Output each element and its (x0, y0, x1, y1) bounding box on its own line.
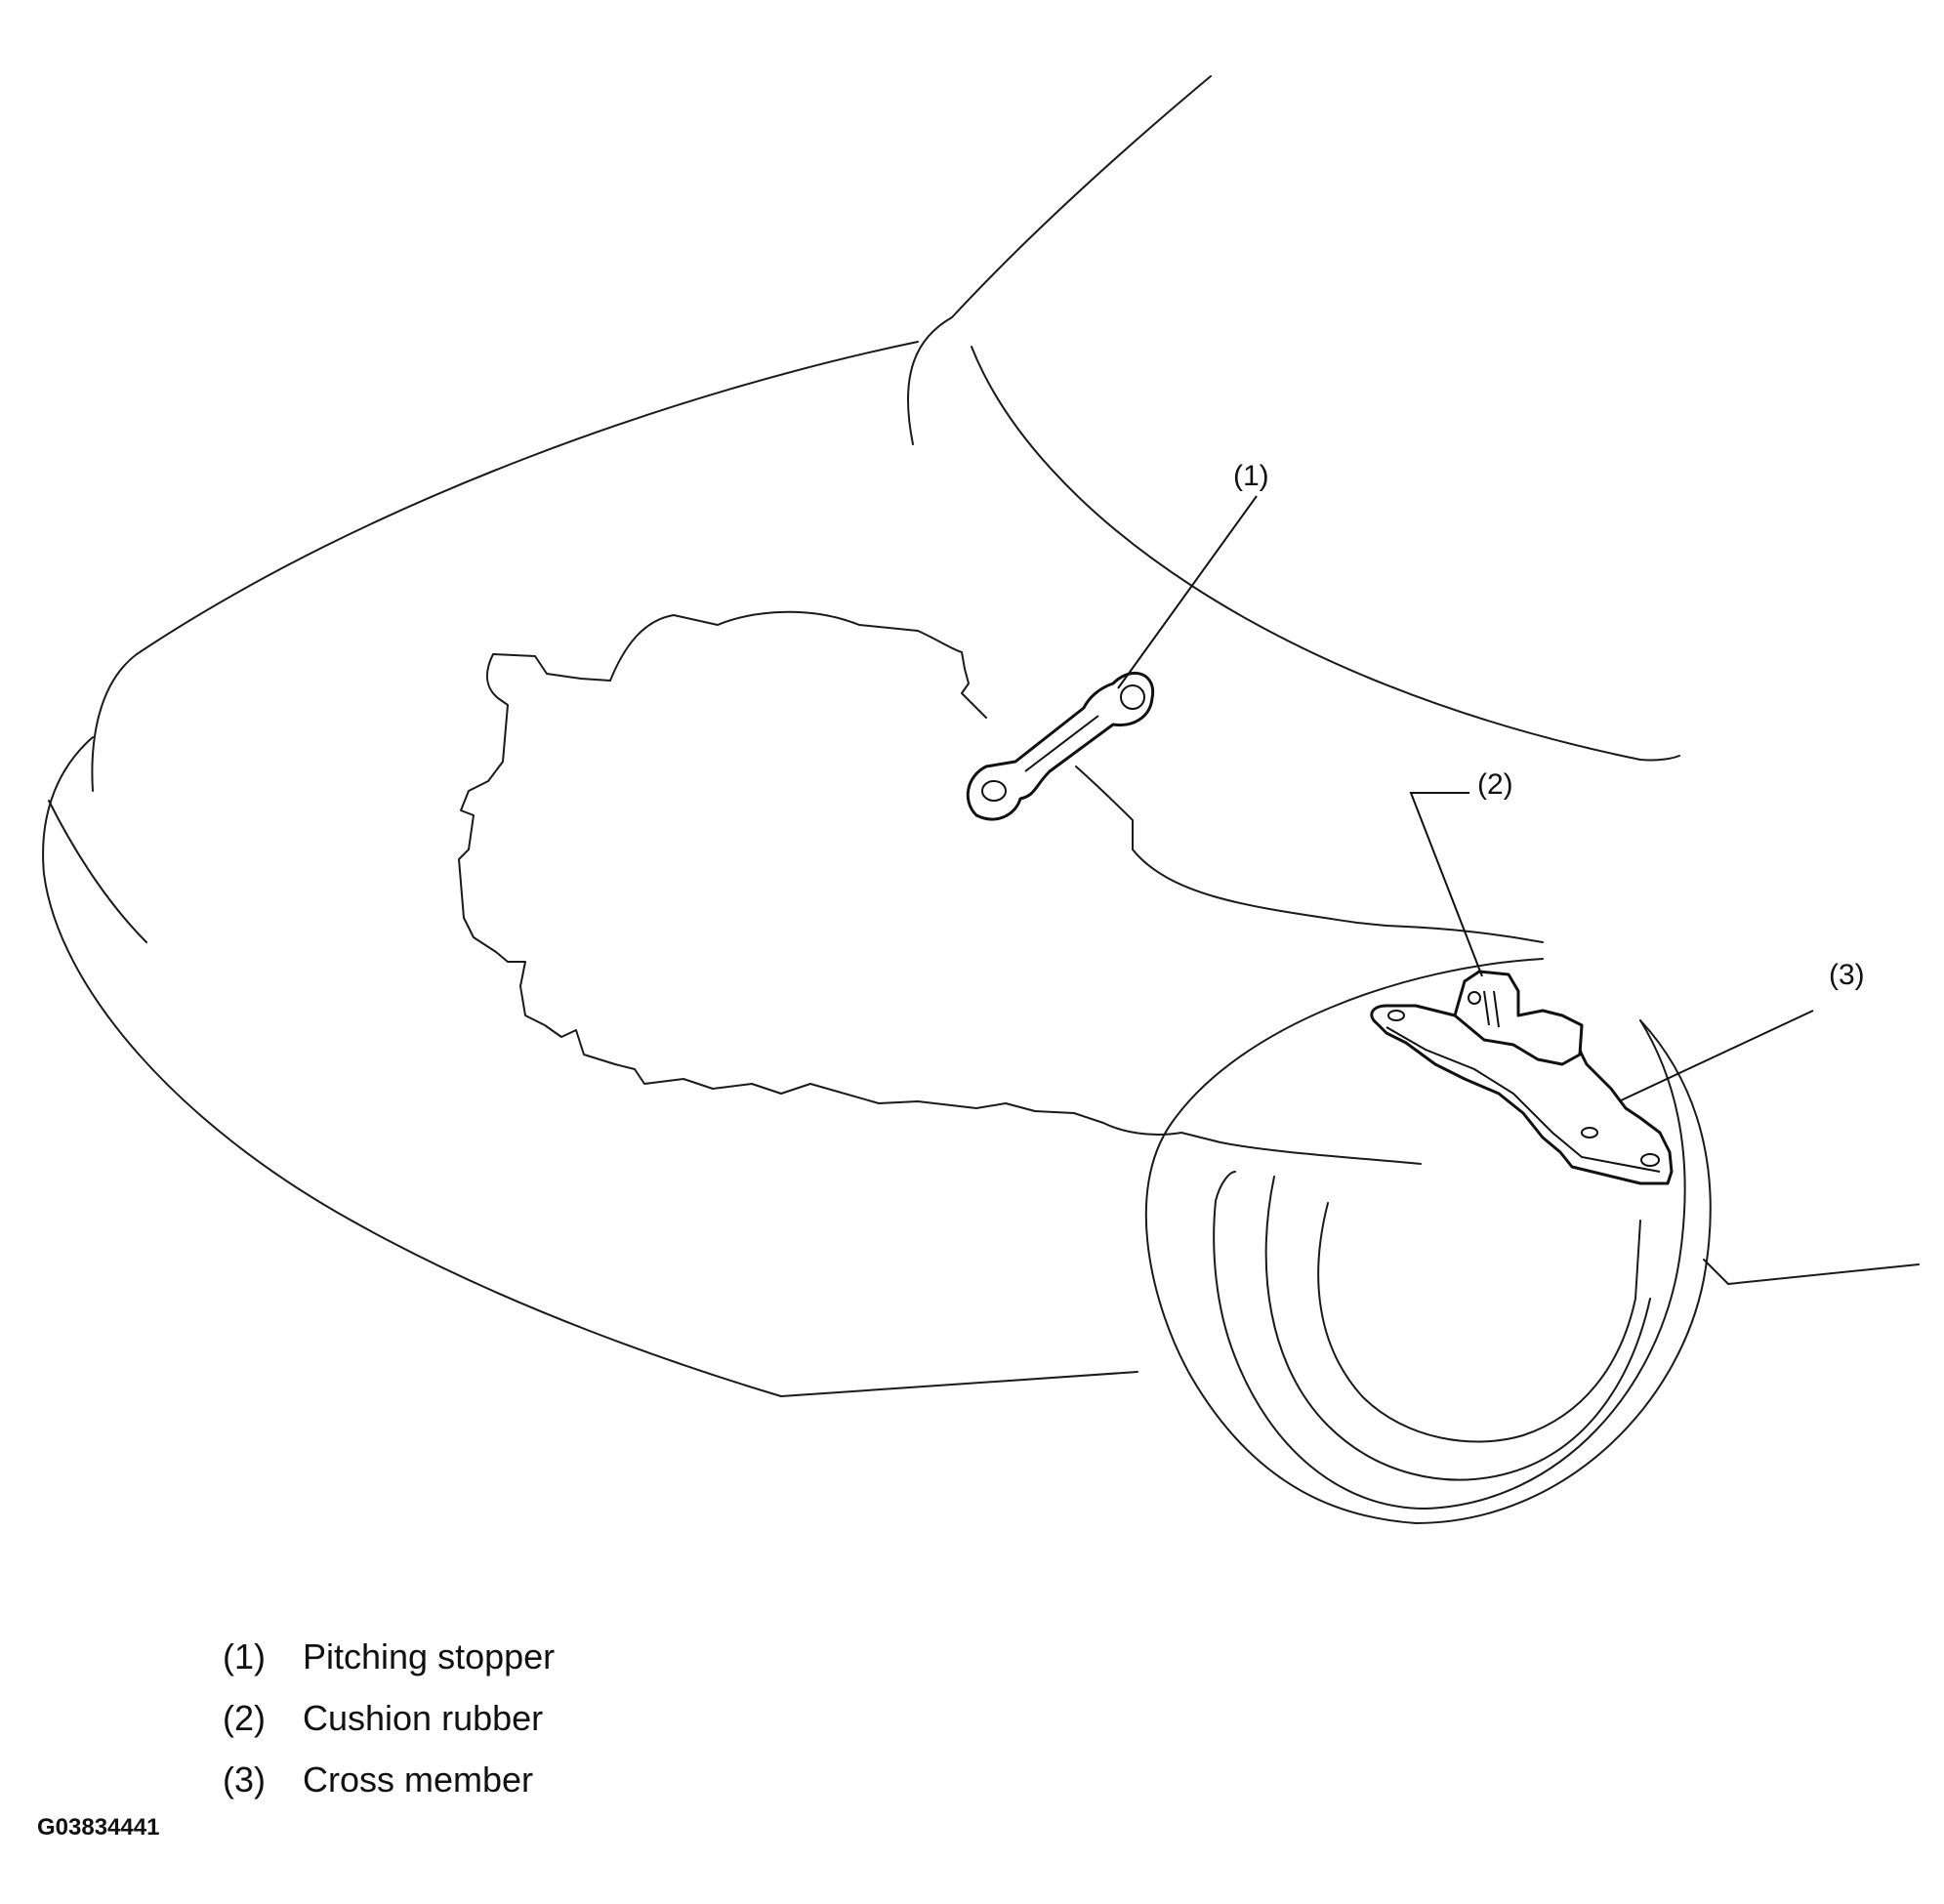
windshield-line (971, 346, 1680, 762)
leader-line-3 (1618, 1010, 1814, 1102)
cushion-rubber-part (1453, 970, 1584, 1066)
body-upper-line (91, 341, 919, 792)
legend-label: Pitching stopper (303, 1635, 556, 1676)
callout-2: (2) (1477, 768, 1513, 801)
front-bumper-line (42, 736, 1138, 1397)
parts-legend: (1) Pitching stopper (2) Cushion rubber … (223, 1626, 555, 1810)
engine-silhouette (458, 610, 1544, 1165)
leader-line-2 (1409, 792, 1483, 977)
wheel-rim (1317, 1202, 1641, 1443)
bumper-crease (48, 800, 147, 943)
wheel-tread-2 (1264, 1176, 1651, 1481)
hood-line (906, 75, 1212, 445)
legend-label: Cross member (303, 1759, 534, 1800)
legend-item: (2) Cushion rubber (223, 1687, 555, 1749)
legend-number: (3) (223, 1759, 266, 1800)
legend-number: (1) (223, 1635, 266, 1676)
pitching-stopper-part (966, 671, 1155, 821)
rear-body-line (1703, 1259, 1920, 1285)
callout-1: (1) (1233, 460, 1269, 492)
callout-3: (3) (1829, 959, 1865, 991)
legend-number: (2) (223, 1697, 266, 1738)
leader-line-1 (1117, 495, 1258, 689)
figure-id: G03834441 (37, 1814, 160, 1841)
legend-label: Cushion rubber (303, 1697, 544, 1738)
cross-member-part (1370, 1004, 1674, 1185)
wheel-tread-1 (1213, 1019, 1686, 1510)
legend-item: (3) Cross member (223, 1749, 555, 1810)
legend-item: (1) Pitching stopper (223, 1626, 555, 1687)
